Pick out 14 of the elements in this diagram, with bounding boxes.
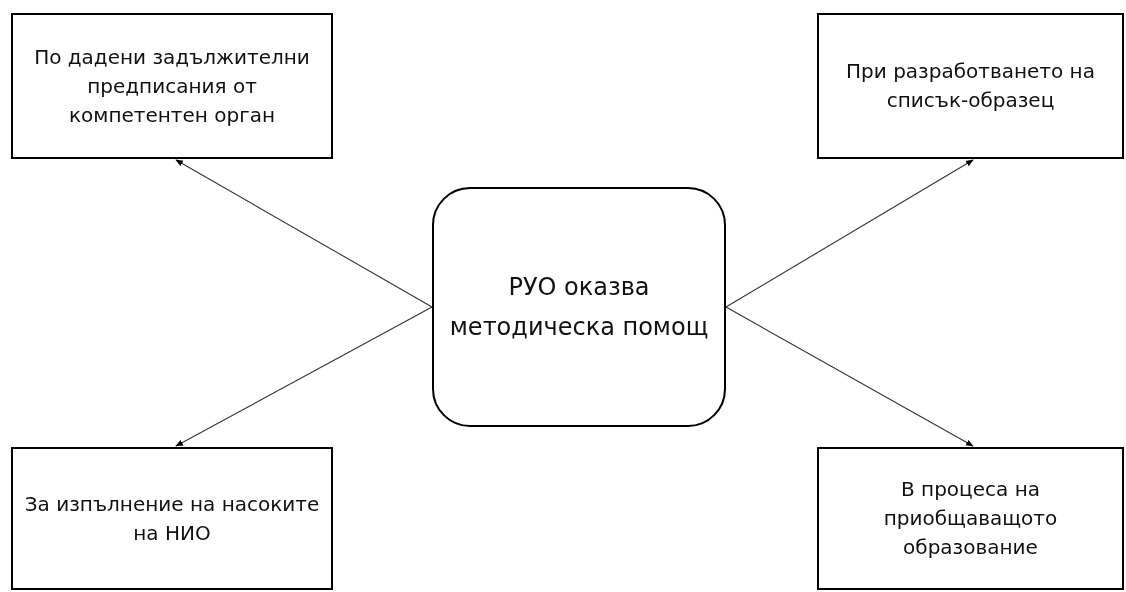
arrow <box>175 159 433 308</box>
text-box <box>11 13 333 159</box>
node-text: За изпълнение на насоките на НИО <box>23 490 321 547</box>
node-text: По дадени задължителни предписания от компетентен орган <box>33 43 311 129</box>
arrow <box>725 306 974 447</box>
text-box <box>817 13 1124 159</box>
node-text: При разработването на списък-образец <box>845 58 1096 114</box>
text-box <box>11 447 333 590</box>
node-text: РУО оказва методическа помощ <box>448 272 710 343</box>
node-text: В процеса на приобщаващото образование <box>882 476 1059 561</box>
rounded-box <box>432 187 726 427</box>
arrow <box>725 159 974 308</box>
arrow <box>175 306 433 447</box>
text-box <box>817 447 1124 590</box>
